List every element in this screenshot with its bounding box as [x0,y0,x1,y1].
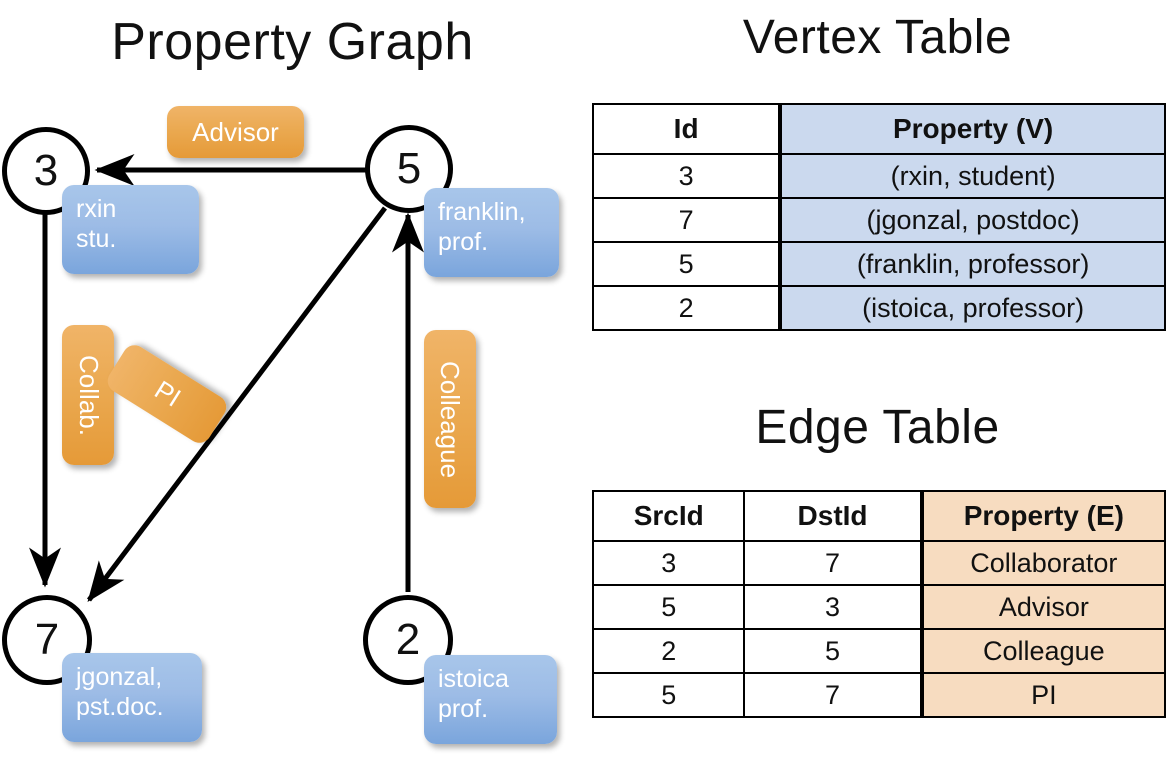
prop-line-1: rxin [76,195,117,223]
table-row[interactable]: 5 (franklin, professor) [591,241,1166,287]
prop-line-2: prof. [438,694,489,723]
edge-cell-srcid: 5 [591,584,746,630]
edge-table-header-row: SrcId DstId Property (E) [591,490,1167,542]
edge-cell-srcid: 2 [591,628,746,674]
vertex-table-header-id: Id [591,103,782,155]
page-title-property-graph: Property Graph [111,13,474,71]
page-title-edge-table: Edge Table [755,401,1000,454]
edge-label-collab[interactable]: Collab. [62,325,114,465]
edge-table: SrcId DstId Property (E) 3 7 Collaborato… [591,490,1167,718]
graph-node-2[interactable]: 2 [363,595,453,685]
graph-node-2-label: 2 [395,615,421,664]
vertex-property-box-jgonzal[interactable]: jgonzal, pst.doc. [62,653,202,742]
vertex-property-box-franklin[interactable]: franklin, prof. [424,188,559,277]
edge-cell-dstid: 3 [743,584,923,630]
edge-cell-dstid: 7 [743,672,923,718]
vertex-cell-id: 5 [591,241,782,287]
prop-line-2: stu. [76,224,117,253]
edge-cell-property: Advisor [919,584,1167,630]
edge-label-advisor-text: Advisor [192,116,279,147]
graph-node-7-label: 7 [34,615,60,664]
vertex-cell-id: 2 [591,285,782,331]
edge-5-to-7 [87,206,387,602]
table-row[interactable]: 5 7 PI [591,672,1167,718]
page-title-vertex-table: Vertex Table [742,11,1013,64]
vertex-table-header-row: Id Property (V) [591,103,1166,155]
table-row[interactable]: 3 (rxin, student) [591,153,1166,199]
edge-cell-dstid: 7 [743,540,923,586]
graph-node-3-label: 3 [33,146,59,195]
table-row[interactable]: 3 7 Collaborator [591,540,1167,586]
prop-line-1: jgonzal, [76,663,163,691]
table-row[interactable]: 2 (istoica, professor) [591,285,1166,331]
edge-table-header-dstid: DstId [743,490,923,542]
vertex-cell-property: (istoica, professor) [778,285,1166,331]
graph-node-5[interactable]: 5 [365,125,453,213]
vertex-table: Id Property (V) 3 (rxin, student) 7 (jgo… [591,103,1166,331]
vertex-cell-id: 3 [591,153,782,199]
edge-cell-dstid: 5 [743,628,923,674]
table-row[interactable]: 2 5 Colleague [591,628,1167,674]
prop-line-2: pst.doc. [76,692,164,721]
table-row[interactable]: 7 (jgonzal, postdoc) [591,197,1166,243]
edge-label-colleague-text: Colleague [435,360,466,478]
vertex-cell-property: (franklin, professor) [778,241,1166,287]
edge-cell-property: Colleague [919,628,1167,674]
edge-label-pi-text: PI [148,374,186,413]
prop-line-1: istoica [438,665,509,693]
vertex-table-header-property: Property (V) [778,103,1166,155]
edge-label-advisor[interactable]: Advisor [167,106,304,158]
prop-line-2: prof. [438,227,489,256]
edge-label-collab-text: Collab. [73,354,104,436]
edge-cell-property: PI [919,672,1167,718]
edge-cell-srcid: 5 [591,672,746,718]
table-row[interactable]: 5 3 Advisor [591,584,1167,630]
prop-line-1: franklin, [438,198,526,226]
edge-cell-property: Collaborator [919,540,1167,586]
vertex-cell-property: (jgonzal, postdoc) [778,197,1166,243]
property-graph-diagram: 3 5 7 2 rxin stu. franklin, prof. jgonza… [2,106,559,744]
vertex-property-box-istoica[interactable]: istoica prof. [424,655,557,744]
vertex-property-box-rxin[interactable]: rxin stu. [62,185,199,274]
edge-cell-srcid: 3 [591,540,746,586]
graph-node-5-label: 5 [396,144,422,193]
edge-table-header-srcid: SrcId [591,490,746,542]
graph-edges-layer [29,154,424,602]
edge-label-colleague[interactable]: Colleague [424,330,476,508]
vertex-cell-id: 7 [591,197,782,243]
vertex-cell-property: (rxin, student) [778,153,1166,199]
edge-table-header-property: Property (E) [919,490,1167,542]
